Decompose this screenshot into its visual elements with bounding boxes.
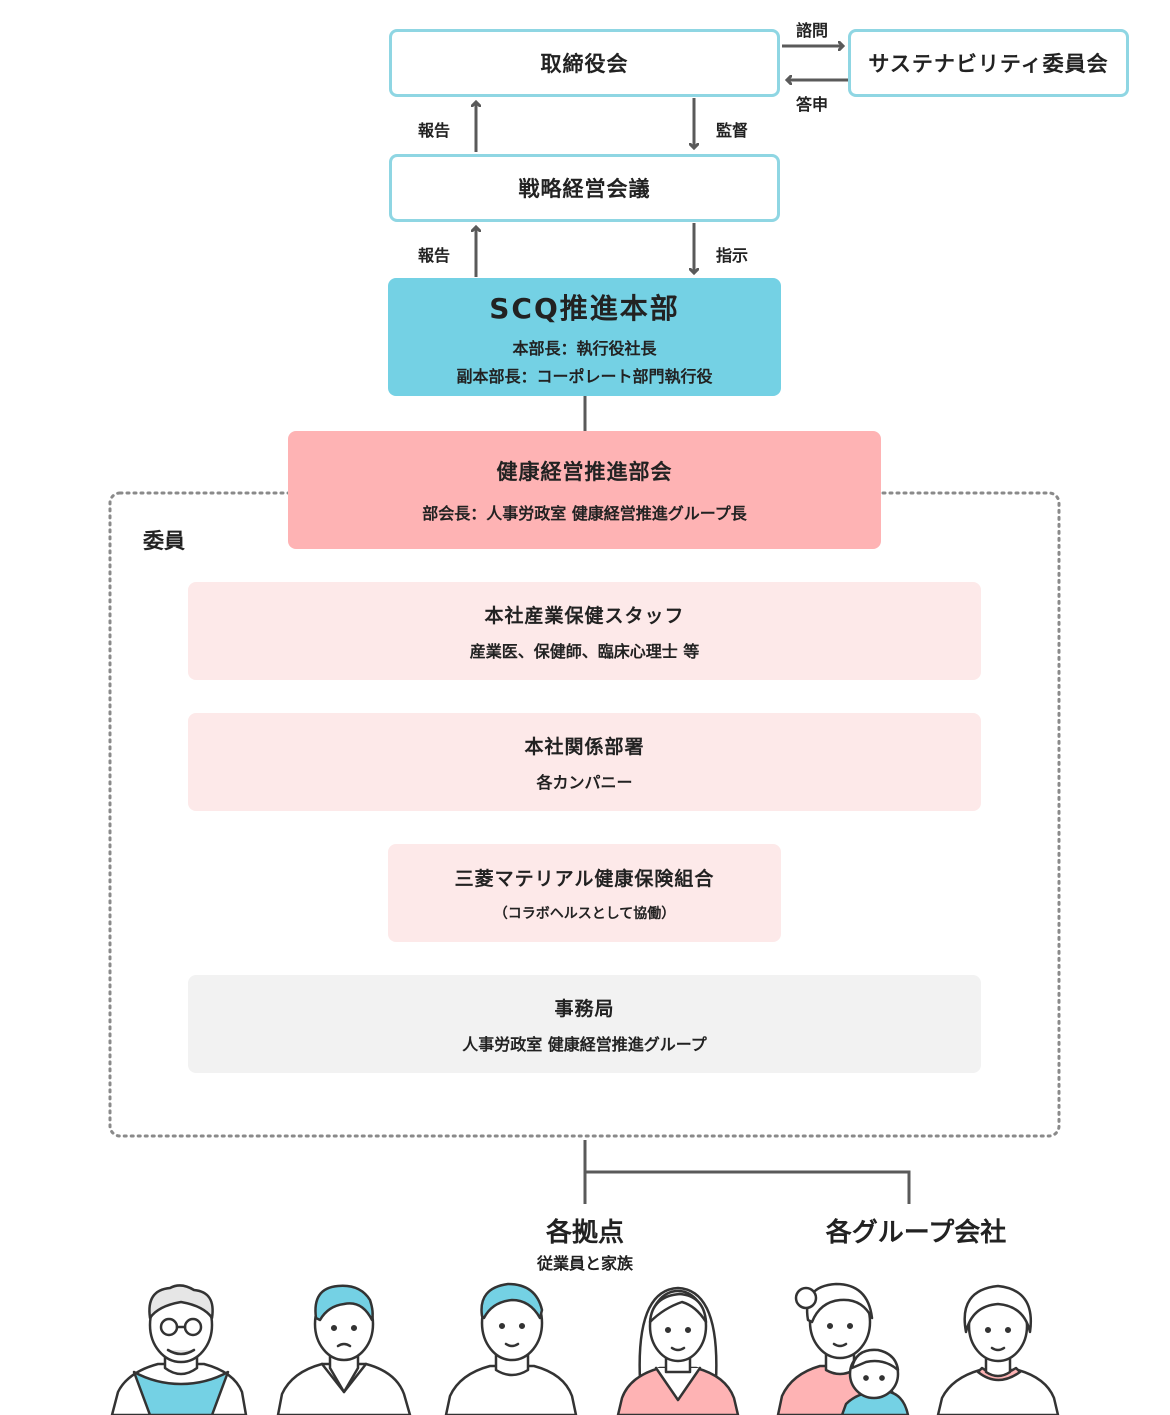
member-title-2: 本社関係部署 [524,735,645,758]
health-committee-box: 健康経営推進部会 部会長：人事労政室 健康経営推進グループ長 [288,431,881,549]
instruct-label: 指示 [716,246,749,265]
scq-line1: 本部長：執行役社長 [512,339,657,358]
secretariat-box: 事務局 人事労政室 健康経営推進グループ [188,975,981,1073]
supervise-label: 監督 [716,121,749,140]
mother-child-icon [776,1282,910,1415]
elderly-man-icon [110,1284,248,1415]
elderly-woman-icon [936,1284,1060,1415]
sustainability-title: サステナビリティ委員会 [868,52,1109,76]
report-label-2: 報告 [418,246,451,265]
member-box-2: 本社関係部署 各カンパニー [188,713,981,811]
health-committee-sub: 部会長：人事労政室 健康経営推進グループ長 [422,504,747,523]
strategy-box: 戦略経営会議 [389,154,780,222]
secretariat-title: 事務局 [554,997,615,1020]
board-box: 取締役会 [389,29,780,97]
sustainability-box: サステナビリティ委員会 [848,29,1129,97]
members-label: 委員 [143,529,185,553]
man-icon [276,1284,412,1415]
strategy-title: 戦略経営会議 [518,177,651,201]
consult-label: 諮問 [796,21,829,40]
young-man-icon [444,1282,578,1415]
report-back-label: 答申 [796,95,829,114]
health-committee-title: 健康経営推進部会 [496,460,673,484]
member-box-3: 三菱マテリアル健康保険組合 （コラボヘルスとして協働） [388,844,781,942]
scq-title: SCQ推進本部 [489,292,680,325]
group-label: 各グループ会社 [825,1218,1007,1248]
sites-sub-label: 従業員と家族 [536,1254,633,1273]
scq-box: SCQ推進本部 本部長：執行役社長 副本部長：コーポレート部門執行役 [388,278,781,396]
member-box-1: 本社産業保健スタッフ 産業医、保健師、臨床心理士 等 [188,582,981,680]
member-sub-3: （コラボヘルスとして協働） [493,905,676,922]
woman-icon [616,1286,740,1415]
member-sub-1: 産業医、保健師、臨床心理士 等 [469,641,700,661]
report-label-1: 報告 [418,121,451,140]
secretariat-sub: 人事労政室 健康経営推進グループ [462,1034,707,1054]
board-title: 取締役会 [540,52,629,76]
member-title-3: 三菱マテリアル健康保険組合 [454,867,715,890]
member-title-1: 本社産業保健スタッフ [484,604,685,627]
sites-label: 各拠点 [545,1218,624,1248]
scq-line2: 副本部長：コーポレート部門執行役 [456,367,713,386]
member-sub-2: 各カンパニー [536,772,633,792]
bottom-connector [583,1140,911,1204]
